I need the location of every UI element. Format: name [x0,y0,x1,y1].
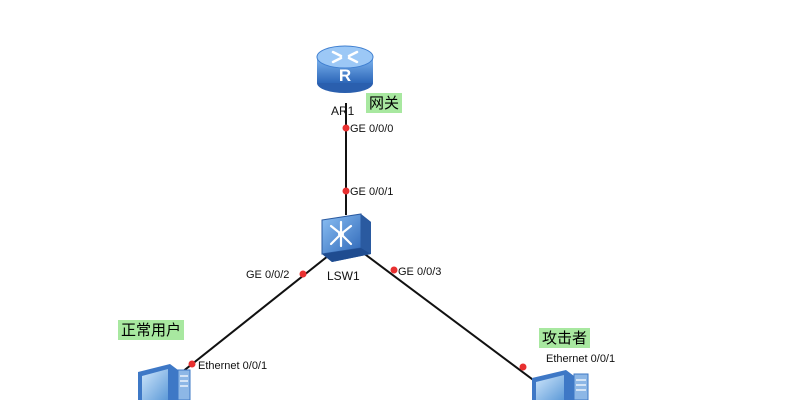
pc-icon[interactable] [532,370,589,400]
port-label-switch-left: GE 0/0/2 [246,269,289,281]
router-icon[interactable]: R [316,45,374,93]
router-glyph: R [339,66,351,85]
port-label-switch-up: GE 0/0/1 [350,186,393,198]
port-label-pc-right: Ethernet 0/0/1 [546,353,615,365]
router-tag: 网关 [366,93,403,113]
port-dot-switch-left[interactable] [299,270,307,278]
router-label: AR1 [331,104,355,118]
port-dot-router-down[interactable] [342,124,350,132]
port-label-switch-right: GE 0/0/3 [398,266,441,278]
link-switch-pc-right[interactable] [361,251,541,386]
port-dot-switch-up[interactable] [342,187,350,195]
switch-icon[interactable] [321,213,371,262]
port-label-pc-left: Ethernet 0/0/1 [198,360,267,372]
pc-icon[interactable] [138,364,191,400]
port-label-router-down: GE 0/0/0 [350,123,393,135]
port-dot-switch-right[interactable] [390,266,398,274]
port-dot-pc-right[interactable] [519,363,527,371]
port-dot-pc-left[interactable] [188,360,196,368]
pc-right-tag: 攻击者 [539,328,591,348]
pc-left-tag: 正常用户 [118,320,185,340]
switch-label: LSW1 [327,269,360,283]
